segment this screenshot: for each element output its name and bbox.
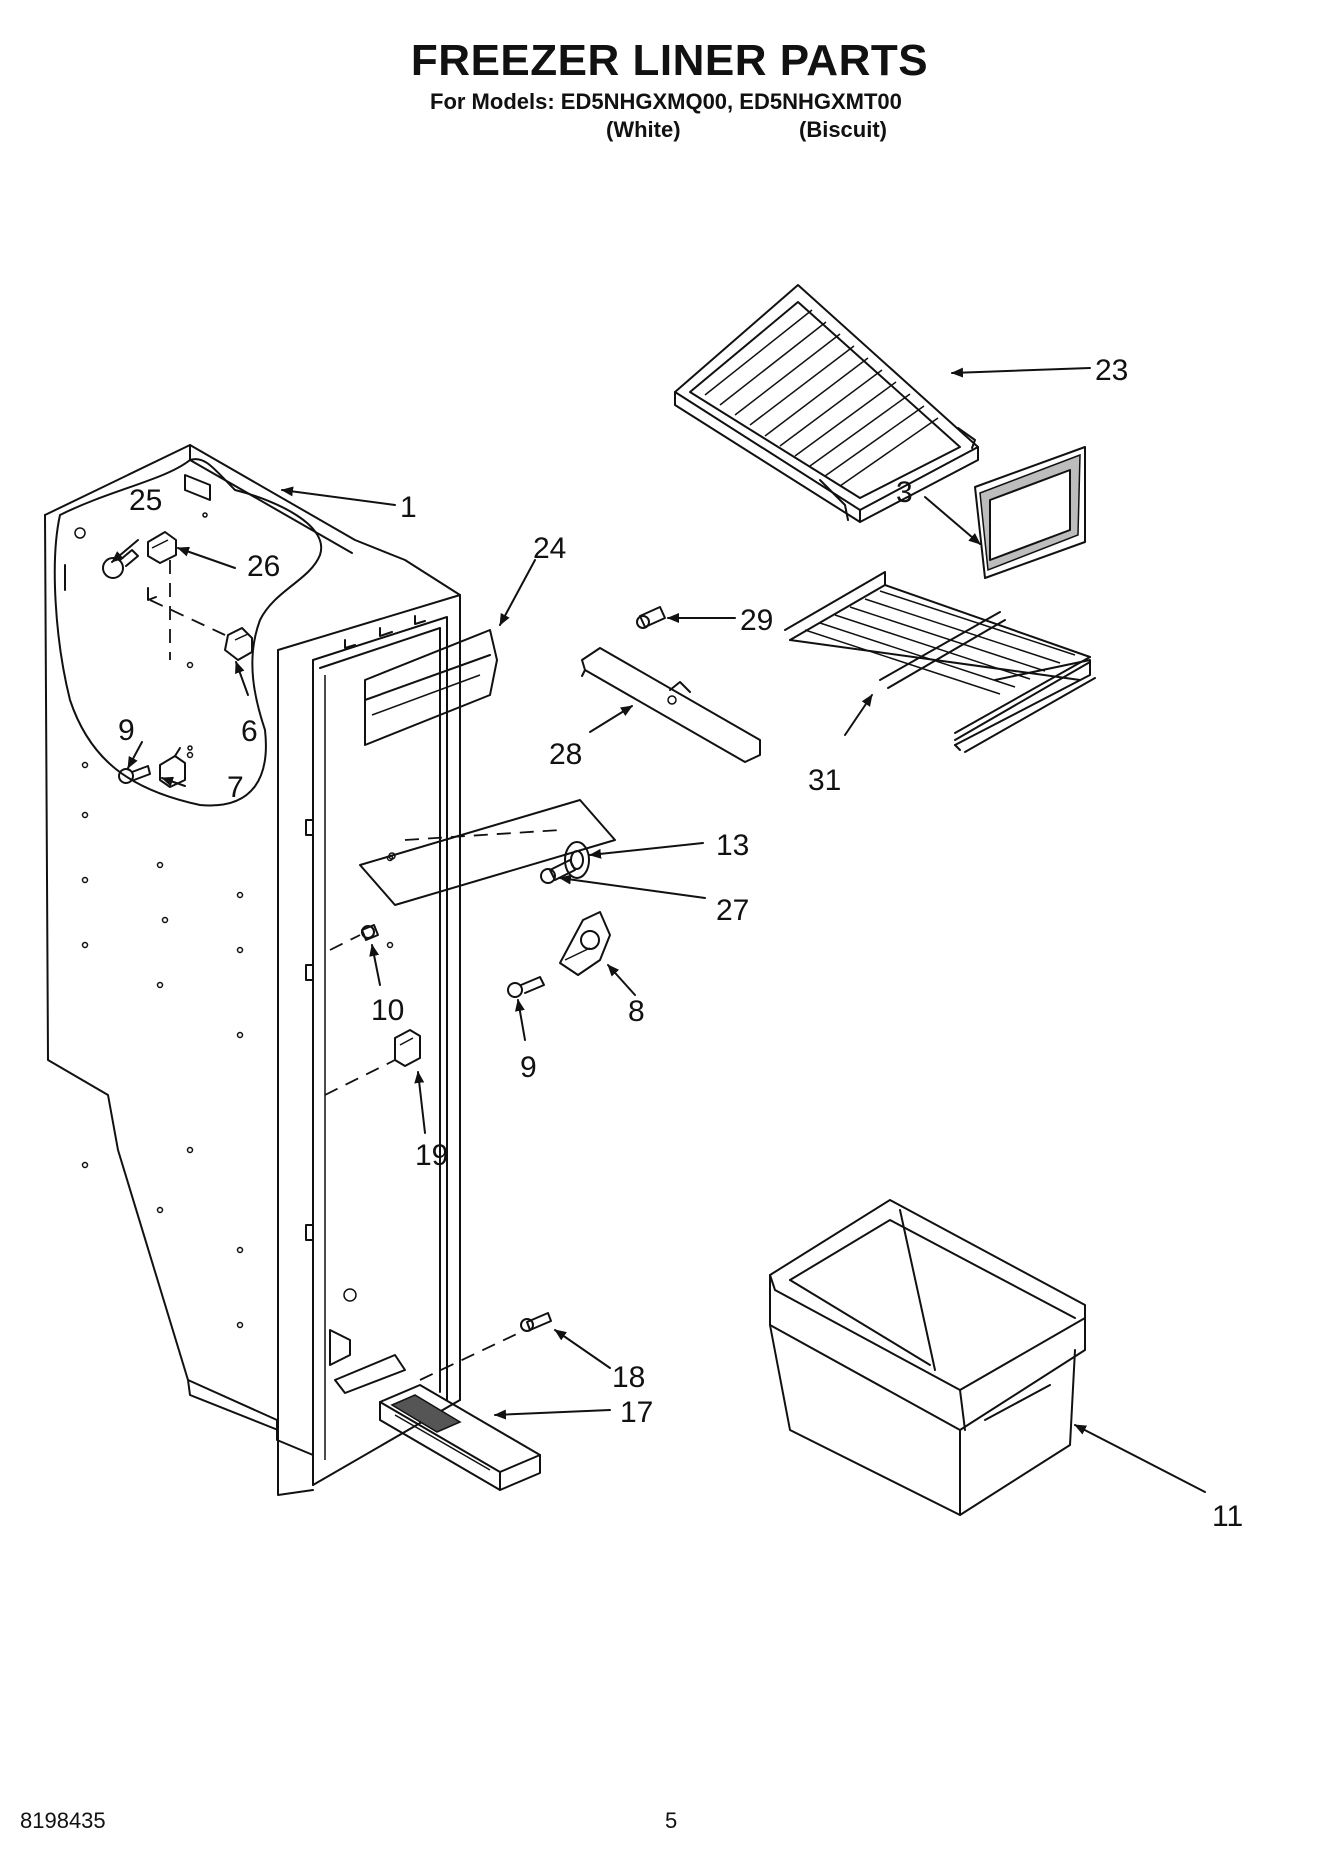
part-13-knob-assembly [540, 841, 590, 884]
part-6-bracket [224, 627, 253, 661]
doc-number: 8198435 [20, 1808, 106, 1833]
callout-28: 28 [549, 738, 582, 771]
callout-25: 25 [129, 484, 162, 517]
callout-31: 31 [808, 764, 841, 797]
callout-1: 1 [400, 491, 417, 524]
callout-26: 26 [247, 550, 280, 583]
callout-17: 17 [620, 1396, 653, 1429]
part-19-switch [394, 1029, 421, 1067]
leader-arrows [111, 367, 1206, 1493]
callout-18: 18 [612, 1361, 645, 1394]
callout-9b: 9 [520, 1051, 537, 1084]
models-line: For Models: ED5NHGXMQ00, ED5NHGXMT00 [430, 89, 902, 114]
callout-13: 13 [716, 829, 749, 862]
part-9-screw-center [507, 976, 545, 998]
part-29-screw [636, 606, 666, 629]
part-24-duct-cover [364, 629, 498, 746]
callout-3: 3 [896, 476, 913, 509]
callout-6: 6 [241, 715, 258, 748]
freezer-liner-cabinet [44, 444, 461, 1496]
callout-29: 29 [740, 604, 773, 637]
callout-10: 10 [371, 994, 404, 1027]
part-11-storage-bin [769, 1199, 1086, 1516]
part-28-rail [581, 647, 761, 763]
callout-23: 23 [1095, 354, 1128, 387]
callout-19: 19 [415, 1139, 448, 1172]
callout-24: 24 [533, 532, 566, 565]
part-17-grille [379, 1384, 541, 1491]
part-3-door-panel [974, 446, 1086, 579]
part-9-screw-left [118, 765, 151, 784]
variant-white: (White) [606, 117, 681, 142]
callout-8: 8 [628, 995, 645, 1028]
page-title: FREEZER LINER PARTS [410, 36, 929, 85]
part-7-switch-bracket [159, 745, 193, 788]
part-10-knob [361, 924, 379, 941]
part-31-wire-rack [784, 571, 1096, 753]
callout-9a: 9 [118, 714, 135, 747]
part-8-bracket [559, 911, 611, 976]
callout-7: 7 [227, 771, 244, 804]
page-number: 5 [665, 1808, 678, 1833]
part-18-screw [520, 1312, 552, 1332]
interior-cutaway [53, 458, 323, 807]
callout-labels: 1 23 3 24 25 26 6 9 7 29 28 31 13 27 10 … [118, 354, 1243, 1533]
variant-biscuit: (Biscuit) [799, 117, 887, 142]
callout-11: 11 [1212, 1500, 1243, 1533]
control-plate-outline [359, 799, 616, 906]
part-26-light-socket [147, 531, 177, 564]
part-23-shelf [674, 284, 979, 523]
callout-27: 27 [716, 894, 749, 927]
